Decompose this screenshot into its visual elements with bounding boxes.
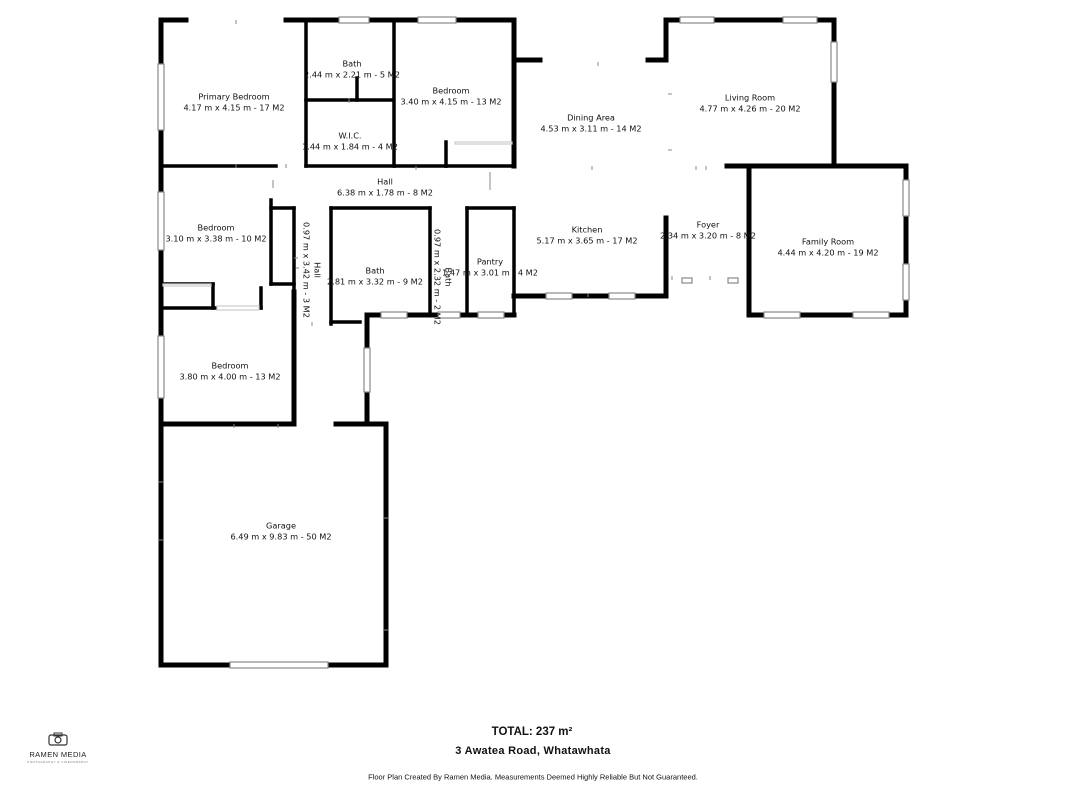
door-ticks [158, 20, 711, 631]
room-bedroom-lower: Bedroom 3.80 m x 4.00 m - 13 M2 [179, 361, 280, 382]
room-dimensions: 4.44 m x 4.20 m - 19 M2 [777, 247, 879, 257]
room-name: Hall [312, 262, 323, 278]
room-dimensions: 1.47 m x 3.01 m - 4 M2 [442, 267, 538, 277]
logo-name: RAMEN MEDIA [29, 750, 87, 759]
room-family-room: Family Room 4.44 m x 4.20 m - 19 M2 [777, 237, 878, 258]
room-name: Dining Area [567, 112, 615, 123]
room-hall: Hall 6.38 m x 1.78 m - 8 M2 [337, 177, 433, 198]
disclaimer-text: Floor Plan Created By Ramen Media. Measu… [368, 772, 698, 782]
brand-logo: RAMEN MEDIA PHOTOGRAPHY & VIDEOGRAPHY [27, 731, 89, 764]
property-address: 3 Awatea Road, Whatawhata [455, 745, 611, 757]
room-name: W.I.C. [338, 130, 362, 141]
room-dimensions: 3.40 m x 4.15 m - 13 M2 [400, 96, 502, 106]
room-garage: Garage 6.49 m x 9.83 m - 50 M2 [230, 521, 331, 542]
room-primary-bedroom: Primary Bedroom 4.17 m x 4.15 m - 17 M2 [183, 92, 284, 113]
room-name: Kitchen [571, 224, 603, 235]
room-wic: W.I.C. 1.44 m x 1.84 m - 4 M2 [302, 131, 398, 152]
room-name: Bath [365, 265, 385, 276]
room-dimensions: 6.49 m x 9.83 m - 50 M2 [230, 531, 332, 541]
room-name: Family Room [801, 236, 855, 247]
room-foyer: Foyer 2.34 m x 3.20 m - 8 M2 [660, 220, 756, 241]
room-bath-ensuite: Bath 2.44 m x 2.21 m - 5 M2 [304, 59, 400, 80]
room-pantry: Pantry 1.47 m x 3.01 m - 4 M2 [442, 257, 538, 278]
room-name: Hall [377, 176, 393, 187]
walls-exterior [158, 17, 909, 668]
total-area: TOTAL: 237 m² [491, 726, 573, 738]
room-name: Primary Bedroom [198, 91, 270, 102]
room-name: Bedroom [197, 222, 235, 233]
room-name: Foyer [696, 219, 720, 230]
room-dining-area: Dining Area 4.53 m x 3.11 m - 14 M2 [540, 113, 641, 134]
logo-tagline: PHOTOGRAPHY & VIDEOGRAPHY [27, 760, 89, 764]
room-dimensions: 4.77 m x 4.26 m - 20 M2 [699, 103, 801, 113]
windows [157, 16, 910, 669]
room-bedroom-left: Bedroom 3.10 m x 3.38 m - 10 M2 [165, 223, 266, 244]
room-dimensions: 2.81 m x 3.32 m - 9 M2 [327, 276, 423, 286]
room-living-room: Living Room 4.77 m x 4.26 m - 20 M2 [699, 93, 800, 114]
room-hall-vertical: Hall 0.97 m x 3.42 m - 3 M2 [302, 222, 323, 318]
room-bath-main: Bath 2.81 m x 3.32 m - 9 M2 [327, 266, 423, 287]
room-dimensions: 3.80 m x 4.00 m - 13 M2 [179, 371, 281, 381]
room-dimensions: 5.17 m x 3.65 m - 17 M2 [536, 235, 638, 245]
room-dimensions: 2.34 m x 3.20 m - 8 M2 [660, 230, 756, 240]
room-name: Bedroom [432, 85, 470, 96]
room-kitchen: Kitchen 5.17 m x 3.65 m - 17 M2 [536, 225, 637, 246]
room-dimensions: 2.44 m x 2.21 m - 5 M2 [304, 69, 400, 79]
room-name: Garage [266, 520, 296, 531]
room-dimensions: 0.97 m x 3.42 m - 3 M2 [302, 222, 312, 318]
room-name: Pantry [476, 256, 504, 267]
room-name: Bath [342, 58, 362, 69]
room-dimensions: 3.10 m x 3.38 m - 10 M2 [165, 233, 267, 243]
room-name: Bedroom [211, 360, 249, 371]
room-dimensions: 6.38 m x 1.78 m - 8 M2 [337, 187, 433, 197]
camera-icon [48, 732, 68, 746]
room-dimensions: 4.17 m x 4.15 m - 17 M2 [183, 102, 285, 112]
room-name: Living Room [724, 92, 776, 103]
room-dimensions: 1.44 m x 1.84 m - 4 M2 [302, 141, 398, 151]
room-dimensions: 4.53 m x 3.11 m - 14 M2 [540, 123, 642, 133]
room-bedroom-top: Bedroom 3.40 m x 4.15 m - 13 M2 [400, 86, 501, 107]
